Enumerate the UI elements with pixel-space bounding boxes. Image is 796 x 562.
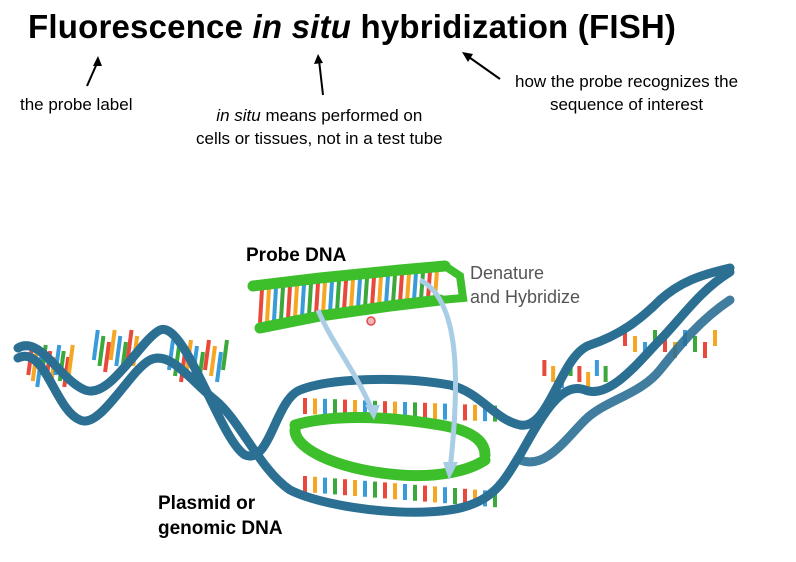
- arrow-to-hybridization: [465, 54, 501, 80]
- base-pair: [221, 339, 229, 371]
- base-pair: [328, 281, 334, 313]
- probe-dna: [247, 260, 468, 334]
- base-pair: [265, 288, 271, 322]
- helix-strand-b-right: [515, 295, 735, 467]
- genomic-dna-helix: [13, 263, 735, 517]
- base-pair: [114, 335, 123, 367]
- base-pair: [342, 280, 348, 311]
- base-pair: [412, 272, 418, 301]
- arrow-left: [315, 309, 375, 411]
- base-pair: [307, 283, 313, 316]
- probe-strand-top: [247, 260, 451, 292]
- cursor-dot: [366, 316, 376, 326]
- base-pair: [300, 284, 306, 317]
- base-pair: [293, 285, 299, 318]
- base-pair: [419, 272, 425, 300]
- annotation-probe-label: the probe label: [20, 95, 133, 114]
- base-pair: [125, 329, 134, 361]
- base-pair: [405, 273, 411, 302]
- page-title: Fluorescence in situ hybridization (FISH…: [28, 8, 677, 45]
- base-pair: [286, 286, 292, 319]
- base-pair: [215, 351, 223, 383]
- helix-strand-a: [13, 263, 735, 461]
- base-pair: [370, 277, 376, 307]
- base-pair: [356, 278, 362, 309]
- base-pair: [279, 286, 285, 320]
- base-pair: [335, 280, 341, 312]
- base-pair: [377, 276, 383, 306]
- base-pair: [272, 287, 278, 321]
- base-pair: [108, 329, 117, 361]
- hybridize-arrows: [315, 277, 459, 480]
- base-pair: [91, 329, 100, 361]
- hybridized-probe-loop: [289, 412, 491, 482]
- helix-strand-b: [13, 267, 735, 517]
- arrow-to-in-situ: [318, 59, 324, 96]
- base-pair: [384, 275, 390, 305]
- probe-dna-label: Probe DNA: [246, 245, 347, 266]
- annotation-arrows: [86, 52, 501, 96]
- base-pair: [103, 341, 112, 373]
- base-pair: [349, 279, 355, 310]
- probe-strand-bottom: [254, 294, 446, 334]
- base-pair: [321, 282, 327, 314]
- base-pair: [391, 275, 397, 304]
- base-pair: [314, 283, 320, 315]
- base-pair: [398, 274, 404, 303]
- base-pair: [363, 277, 369, 308]
- base-pair: [258, 288, 264, 323]
- base-pair: [97, 335, 106, 367]
- base-pair: [209, 345, 217, 377]
- base-pair: [203, 339, 211, 371]
- arrow-right: [418, 277, 459, 471]
- base-pair: [66, 344, 75, 376]
